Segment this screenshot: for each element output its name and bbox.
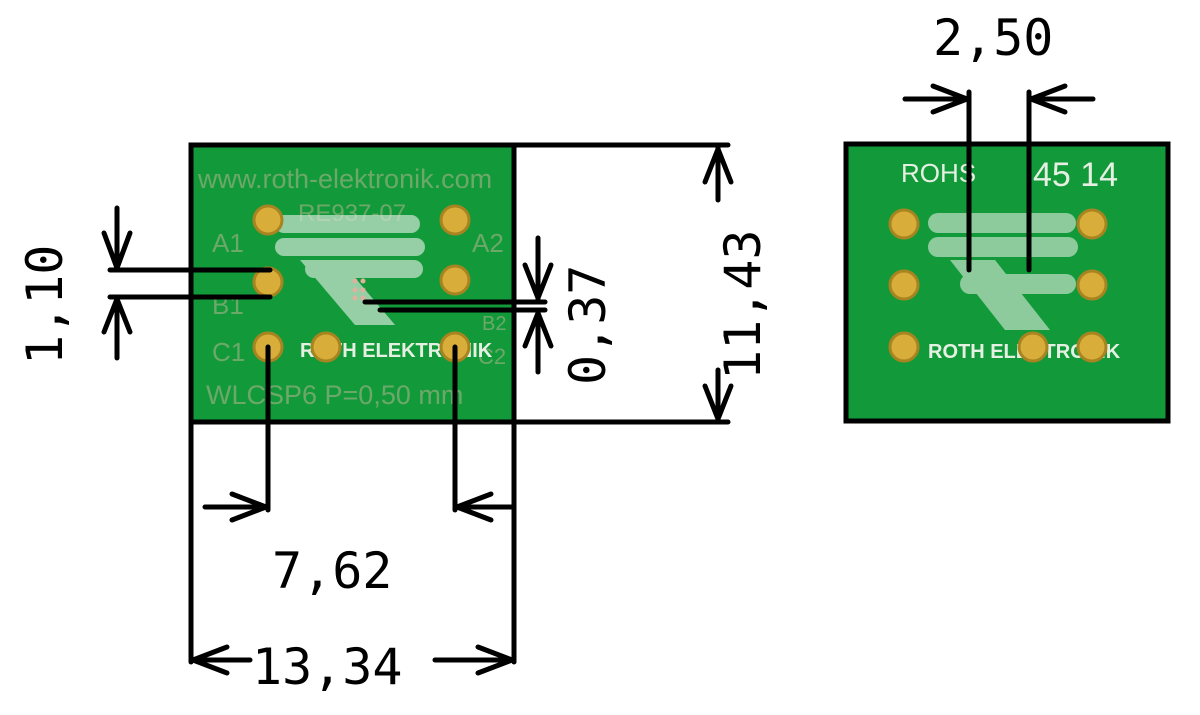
dim-fine-pitch-label: 2,50 — [933, 9, 1053, 67]
pin-label-b2: B2 — [482, 313, 506, 335]
pad-b2 — [439, 264, 471, 296]
right-board-outline — [843, 141, 1171, 424]
pad-c-mid — [310, 331, 342, 363]
left-board: www.roth-elektronik.com RE937-07 A1 A2 B… — [188, 142, 517, 425]
pad — [888, 269, 920, 301]
pad — [888, 331, 920, 363]
right-logo-icon — [928, 213, 1078, 330]
right-pads — [888, 208, 1108, 363]
right-board-code: 45 14 — [1033, 156, 1118, 194]
left-board-package: WLCSP6 P=0,50 mm — [206, 380, 463, 410]
pin-label-a2: A2 — [472, 228, 504, 258]
right-board: ROHS 45 14 ROTH ELEKTRONIK — [843, 141, 1171, 424]
left-pads — [252, 204, 471, 363]
pin-label-c2: C2 — [478, 344, 506, 369]
left-via-cluster — [352, 278, 366, 301]
dim-board-height-label: 11,43 — [714, 229, 772, 380]
pad — [1076, 269, 1108, 301]
dim-board-width: 13,34 — [188, 142, 517, 696]
dim-pad-span-label: 7,62 — [272, 542, 392, 600]
pad — [1076, 208, 1108, 240]
dim-pad-pitch: 1,10 — [16, 205, 273, 365]
dim-trace-gap-label: 0,37 — [559, 265, 617, 385]
pin-label-c1: C1 — [212, 337, 245, 367]
pad-a1 — [252, 204, 284, 236]
left-logo-icon — [275, 215, 425, 325]
dim-fine-pitch: 2,50 — [902, 9, 1096, 273]
dim-pad-span: 7,62 — [202, 344, 516, 600]
pad — [1076, 331, 1108, 363]
dim-board-width-label: 13,34 — [252, 638, 403, 696]
pad-a2 — [439, 204, 471, 236]
right-board-rohs: ROHS — [901, 158, 976, 188]
pad — [1017, 331, 1049, 363]
dim-pad-pitch-label: 1,10 — [16, 245, 74, 365]
pin-label-a1: A1 — [212, 228, 244, 258]
left-board-url: www.roth-elektronik.com — [197, 164, 492, 194]
pad — [888, 208, 920, 240]
dim-board-height: 11,43 — [188, 142, 772, 425]
